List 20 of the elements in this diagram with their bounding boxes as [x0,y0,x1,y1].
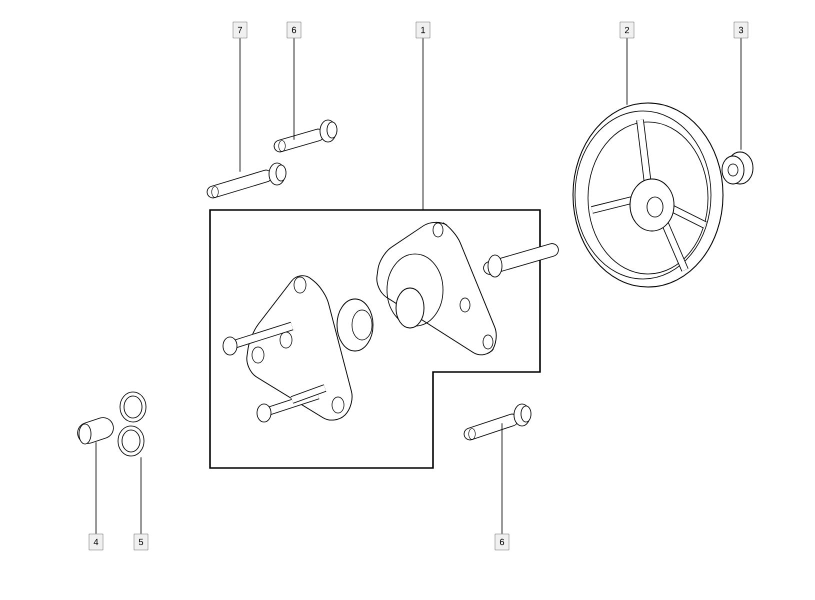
part-drawing [206,162,286,198]
callout-number: 3 [734,22,748,38]
part-drawing [572,102,724,288]
part-drawing [722,152,754,184]
part-drawing [274,120,338,152]
leader-line [422,38,424,210]
leader-line [140,456,142,534]
leader-line [740,38,742,150]
callout-number: 1 [416,22,430,38]
callout-number: 6 [286,22,302,38]
part-drawing [118,392,146,456]
part-drawing [77,417,114,444]
callout-number: 6 [494,534,510,550]
callout-number: 5 [134,534,148,550]
callout-number: 4 [88,534,104,550]
part-drawing [209,209,559,469]
callout-number: 2 [620,22,634,38]
part-drawing [464,404,532,440]
leader-line [626,38,628,106]
callout-number: 7 [232,22,248,38]
